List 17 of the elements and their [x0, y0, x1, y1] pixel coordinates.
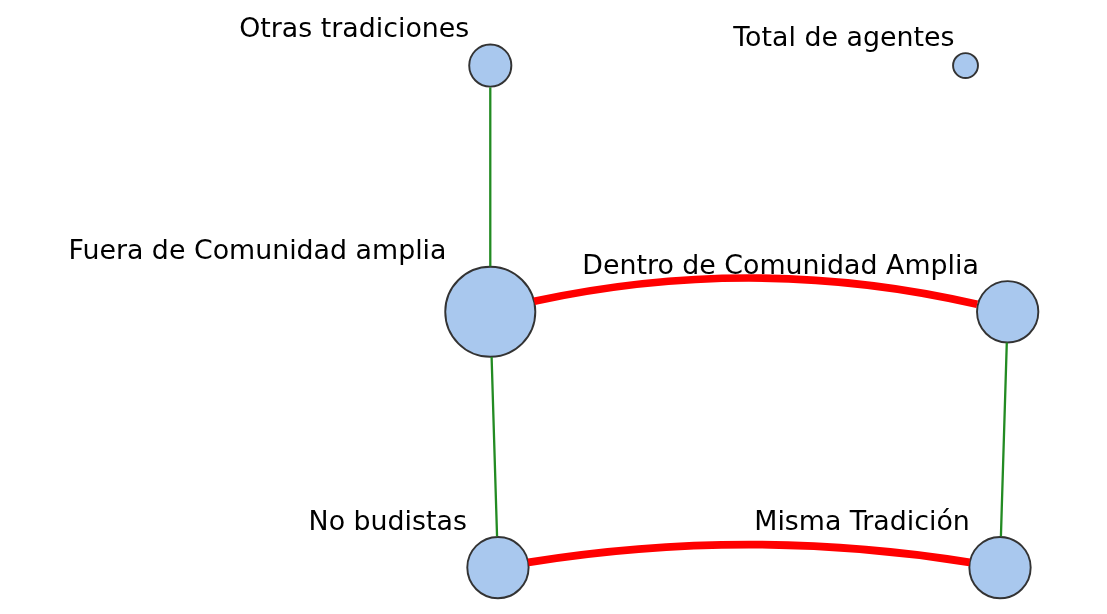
connector	[488, 87, 491, 267]
node-circle	[975, 280, 1039, 344]
node-circle	[951, 52, 979, 79]
node-label: No budistas	[308, 504, 467, 536]
connector	[533, 274, 978, 309]
node-label: Total de agentes	[732, 20, 954, 52]
node-label: Otras tradiciones	[238, 12, 469, 44]
connector	[999, 342, 1008, 537]
node-label: Dentro de Comunidad Amplia	[581, 248, 979, 280]
node-label: Fuera de Comunidad amplia	[67, 234, 446, 266]
node-label: Misma Tradición	[753, 504, 970, 536]
connector	[489, 357, 498, 537]
node-circle	[467, 43, 512, 88]
node-circle	[465, 536, 530, 600]
node-circle	[967, 536, 1032, 600]
node-circle	[443, 265, 536, 358]
connector	[527, 540, 970, 567]
